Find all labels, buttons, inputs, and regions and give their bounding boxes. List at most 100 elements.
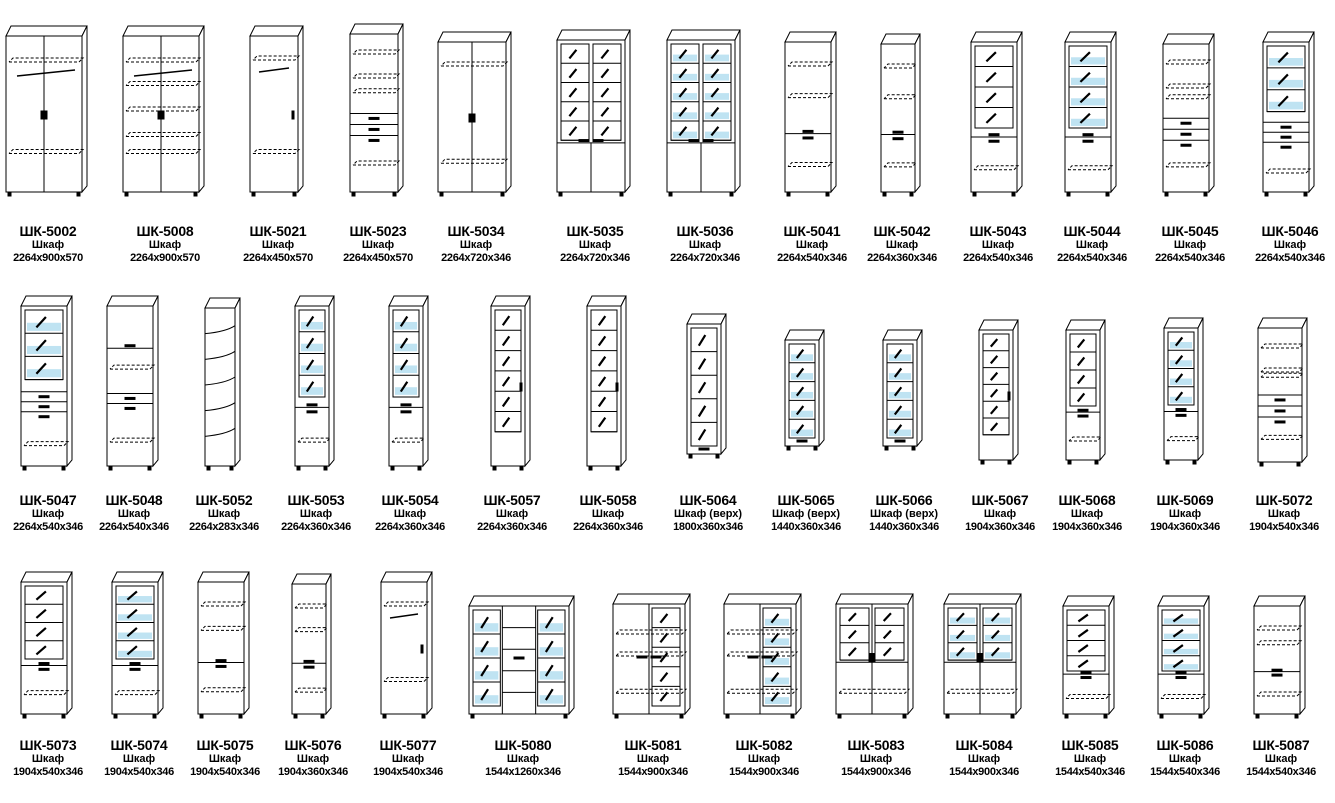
cabinet-type: Шкаф bbox=[506, 753, 540, 765]
glass-pane bbox=[27, 345, 61, 355]
glass-reflection bbox=[795, 386, 805, 397]
cabinet-card bbox=[880, 33, 925, 197]
glass-reflection bbox=[697, 334, 707, 347]
cabinet-foot bbox=[61, 713, 66, 719]
cabinet-drawing bbox=[970, 31, 1023, 197]
cabinet-foot bbox=[320, 713, 325, 719]
glass-reflection bbox=[989, 371, 999, 381]
cabinet-top bbox=[204, 297, 241, 309]
glass-reflection bbox=[985, 92, 997, 104]
shelf-line bbox=[8, 57, 85, 63]
cabinet-dims: 2264x360x346 bbox=[867, 252, 937, 264]
door-handle bbox=[38, 415, 50, 419]
shelf-line bbox=[125, 57, 202, 63]
cabinet-top bbox=[20, 295, 73, 307]
door-handle bbox=[215, 659, 227, 663]
cabinet-top bbox=[943, 593, 1022, 605]
door-handle bbox=[892, 130, 904, 134]
cabinet-foot bbox=[1165, 459, 1170, 465]
cabinet-foot bbox=[1259, 461, 1264, 467]
cabinet-type: Шкаф bbox=[31, 753, 65, 765]
cabinet-type: Шкаф bbox=[459, 239, 493, 251]
cabinet-side bbox=[397, 23, 404, 194]
cabinet-type: Шкаф bbox=[795, 239, 829, 251]
cabinet-side bbox=[914, 33, 921, 194]
glass-pane bbox=[475, 623, 499, 632]
cabinet-foot bbox=[1303, 191, 1308, 197]
cabinet-foot bbox=[382, 713, 387, 719]
cabinet-body bbox=[490, 305, 526, 467]
glass-pane bbox=[1269, 79, 1303, 88]
glass-reflection bbox=[847, 612, 857, 622]
glass-pane bbox=[1269, 101, 1303, 110]
cabinet-code: ШК-5047 bbox=[19, 492, 77, 508]
glass-pane bbox=[395, 343, 417, 352]
cabinet-drawing bbox=[106, 295, 159, 471]
cabinet-dims: 2264x450x570 bbox=[343, 252, 413, 264]
cabinet-drawing bbox=[784, 329, 825, 451]
cabinet-top bbox=[1257, 317, 1308, 329]
cabinet-foot bbox=[980, 459, 985, 465]
cabinet-top bbox=[20, 571, 73, 583]
cabinet-dims: 2264x900x570 bbox=[130, 252, 200, 264]
cabinet-drawing bbox=[586, 295, 627, 471]
cabinet-code: ШК-5036 bbox=[676, 223, 734, 239]
glass-pane bbox=[985, 652, 1010, 659]
door-handle bbox=[868, 653, 872, 663]
door-handle bbox=[1271, 673, 1283, 677]
cabinet-dims: 1904x360x346 bbox=[1150, 521, 1220, 533]
door-handle bbox=[892, 137, 904, 141]
shelf-line bbox=[352, 88, 401, 94]
door-handle bbox=[306, 403, 318, 407]
cabinet-type: Шкаф bbox=[261, 239, 295, 251]
cabinet-foot bbox=[113, 713, 118, 719]
door-handle bbox=[161, 110, 165, 120]
glass-reflection bbox=[893, 405, 903, 416]
cabinet-card bbox=[490, 295, 535, 471]
glass-reflection bbox=[1277, 95, 1289, 107]
cabinet-side bbox=[152, 295, 159, 468]
door-handle bbox=[688, 139, 700, 143]
glass-reflection bbox=[1077, 613, 1089, 623]
cabinet-foot bbox=[61, 465, 66, 471]
glass-pane bbox=[889, 391, 911, 399]
cabinet-foot bbox=[439, 191, 444, 197]
glass-reflection bbox=[893, 348, 903, 359]
door-handle bbox=[1175, 408, 1187, 412]
glass-pane bbox=[1071, 98, 1105, 106]
cabinet-drawing bbox=[556, 29, 631, 197]
cabinet-drawing bbox=[1062, 595, 1115, 719]
cabinet-code: ШК-5065 bbox=[777, 492, 835, 508]
cabinet-foot bbox=[1105, 191, 1110, 197]
glass-reflection bbox=[305, 381, 315, 393]
glass-reflection bbox=[600, 126, 610, 137]
glass-pane bbox=[1170, 378, 1192, 385]
cabinet-code: ШК-5002 bbox=[19, 223, 77, 239]
cabinet-dims: 1440x360x346 bbox=[869, 521, 939, 533]
cabinet-dims: 2264x540x346 bbox=[1057, 252, 1127, 264]
cabinet-dims: 1904x360x346 bbox=[965, 521, 1035, 533]
shelf-line bbox=[1260, 367, 1305, 373]
cabinet-code: ШК-5023 bbox=[349, 223, 407, 239]
cabinet-drawing bbox=[1253, 595, 1306, 719]
cabinet-foot bbox=[813, 445, 818, 451]
cabinet-foot bbox=[296, 465, 301, 471]
glass-pane bbox=[1071, 57, 1105, 65]
cabinet-foot bbox=[351, 191, 356, 197]
cabinet-foot bbox=[1094, 459, 1099, 465]
glass-pane bbox=[705, 73, 729, 81]
shelf-line bbox=[125, 132, 202, 137]
glass-pane bbox=[1269, 58, 1303, 66]
cabinet-code: ШК-5082 bbox=[735, 737, 793, 753]
hanger-rod bbox=[16, 69, 76, 77]
cabinet-drawing bbox=[111, 571, 164, 719]
cabinet-foot bbox=[193, 191, 198, 197]
